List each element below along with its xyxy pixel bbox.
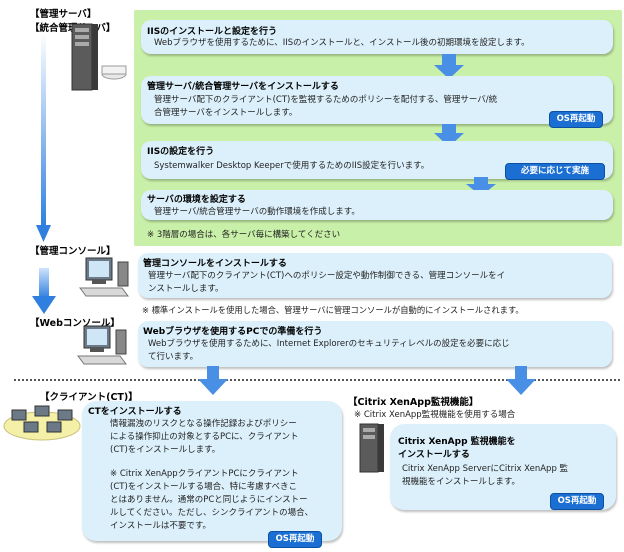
step-ct-install-note-3: とはありません。通常のPCと同じようにインストー	[110, 495, 308, 505]
step-web-prepare	[138, 321, 612, 367]
step-ct-install-desc-1: 情報漏洩のリスクとなる操作記録およびポリシー	[110, 419, 297, 429]
citrix-note: ※ Citrix XenApp監視機能を使用する場合	[354, 410, 516, 420]
pc-icon	[79, 257, 129, 297]
role-client: 【クライアント(CT)】	[40, 392, 138, 403]
client-network-icon	[3, 405, 81, 441]
step-console-install	[138, 253, 612, 298]
step-ct-install-note-4: ルしてください。ただし、シンクライアントの場合、	[110, 508, 314, 518]
step-arrow	[434, 124, 464, 147]
server-tower-icon	[359, 423, 384, 473]
step-ct-install-note-5: インストールは不要です。	[110, 521, 211, 531]
step-console-install-desc-2: ンストールします。	[148, 284, 224, 294]
step-web-prepare-desc-1: Webブラウザを使用するために、Internet Explorerのセキュリティ…	[148, 339, 510, 349]
step-console-install-desc-1: 管理サーバ配下のクライアント(CT)へのポリシー設定や動作制御できる、管理コンソ…	[148, 271, 506, 281]
step-server-install-desc-2: 合管理サーバをインストールします。	[154, 108, 298, 118]
step-iis-config-desc: Systemwalker Desktop Keeperで使用するためのIIS設定…	[154, 161, 430, 171]
step-ct-install-note-2: (CT)をインストールする場合、特に考慮すべきこ	[110, 482, 297, 492]
step-ct-install-desc-2: による操作抑止の対象とするPCに、クライアント	[110, 432, 299, 442]
step-ct-install-title: CTをインストールする	[88, 407, 182, 417]
flow-arrow-console	[32, 268, 56, 314]
os-restart-badge: OS再起動	[549, 111, 603, 128]
os-restart-badge: OS再起動	[550, 493, 604, 510]
step-citrix-install-title-2: インストールする	[398, 450, 470, 460]
pc-icon	[77, 325, 127, 365]
section-divider	[14, 379, 620, 381]
step-server-env-desc: 管理サーバ/統合管理サーバの動作環境を作成します。	[154, 207, 360, 217]
flow-arrow-server	[36, 32, 51, 242]
step-arrow	[434, 54, 464, 79]
step-server-install-desc-1: 管理サーバ配下のクライアント(CT)を監視するためのポリシーを配付する、管理サー…	[154, 95, 498, 105]
step-citrix-install-title-1: Citrix XenApp 監視機能を	[398, 437, 516, 447]
step-ct-install	[82, 401, 342, 541]
os-restart-badge: OS再起動	[268, 531, 322, 548]
flow-arrow-client	[198, 366, 228, 395]
step-server-env-title: サーバの環境を設定する	[147, 195, 246, 205]
step-iis-config-title: IISの設定を行う	[147, 147, 215, 157]
optional-badge: 必要に応じて実施	[505, 163, 605, 180]
step-server-install	[141, 76, 613, 124]
flow-arrow-citrix	[506, 366, 536, 395]
step-iis-install-title: IISのインストールと設定を行う	[147, 27, 277, 37]
step-ct-install-note-1: ※ Citrix XenAppクライアントPCにクライアント	[110, 469, 299, 479]
step-server-install-title: 管理サーバ/統合管理サーバをインストールする	[147, 82, 339, 92]
step-iis-install	[141, 20, 613, 54]
step-citrix-install-desc-1: Citrix XenApp ServerにCitrix XenApp 監	[402, 464, 569, 474]
step-web-prepare-desc-2: て行います。	[148, 352, 199, 362]
step-web-prepare-title: Webブラウザを使用するPCでの準備を行う	[143, 327, 323, 337]
step-console-install-title: 管理コンソールをインストールする	[143, 259, 287, 269]
step-server-env	[141, 190, 613, 220]
role-web-console: 【Webコンソール】	[30, 318, 120, 329]
console-note: ※ 標準インストールを使用した場合、管理サーバに管理コンソールが自動的にインスト…	[142, 305, 524, 315]
server-tower-icon	[71, 23, 127, 91]
step-ct-install-desc-3: (CT)をインストールします。	[110, 445, 221, 455]
server-note: ※ 3階層の場合は、各サーバ毎に構築してください	[147, 230, 341, 240]
step-iis-install-desc: Webブラウザを使用するために、IISのインストールと、インストール後の初期環境…	[154, 38, 530, 48]
step-citrix-install-desc-2: 視機能をインストールします。	[402, 477, 520, 487]
role-management-console: 【管理コンソール】	[30, 246, 116, 257]
role-citrix: 【Citrix XenApp監視機能】	[348, 397, 479, 408]
role-management-server: 【管理サーバ】	[30, 9, 97, 20]
